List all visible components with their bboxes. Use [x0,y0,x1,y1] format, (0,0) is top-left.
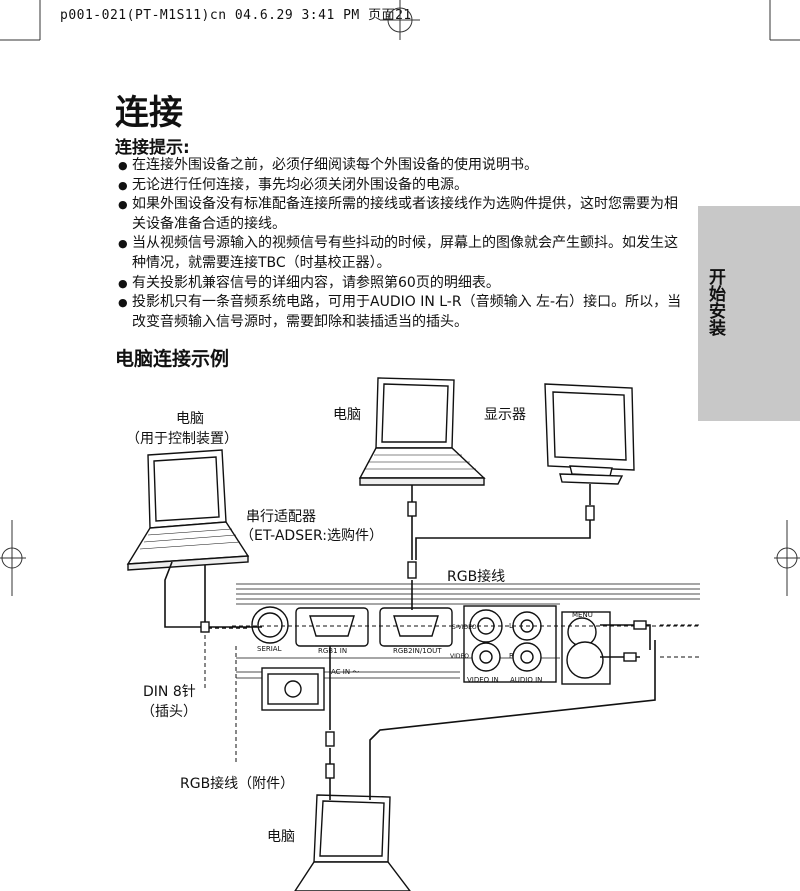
laptop-left-icon [126,449,250,571]
panel-label-serial: SERIAL [257,645,282,653]
label-pc-left: 电脑 [176,411,204,427]
rgb-plug-acc-icon [325,731,335,747]
page-title: 连接 [115,93,183,133]
audio-plug-l-icon [633,620,647,630]
label-rgb-cable-acc: RGB接线（附件） [180,776,295,792]
monitor-icon [544,383,635,485]
laptop-top-icon [358,377,486,486]
list-item: 如果外围设备没有标准配备连接所需的接线或者该接线作为选购件提供，这时您需要为相关… [118,195,690,234]
panel-label-svideo: S-VIDEO [452,624,477,631]
projector-panel [236,582,700,762]
label-pc-top: 电脑 [333,407,361,423]
monitor-plug-icon [585,505,595,521]
laptop-bottom-icon [294,794,411,891]
rgb-plug-top-icon [407,501,417,517]
rgb1-port-icon [295,607,369,647]
panel-label-videoin: VIDEO IN [467,676,499,684]
list-item: 当从视频信号源输入的视频信号有些抖动的时候，屏幕上的图像就会产生颤抖。如发生这种… [118,234,690,273]
ac-inlet-icon [261,667,325,711]
panel-label-l: L [509,622,513,630]
print-slug-line: p001-021(PT-M1S11)cn 04.6.29 3:41 PM 页面2… [60,8,412,23]
label-serial-adapter-note: （ET-ADSER:选购件） [240,528,383,544]
serial-port-icon [251,606,289,644]
rgb-plug-mid-icon [407,561,417,579]
panel-label-acin: AC IN ～ [331,668,360,676]
tips-heading: 连接提示: [115,138,190,158]
label-serial-adapter: 串行适配器 [246,509,316,525]
list-item: 投影机只有一条音频系统电路，可用于AUDIO IN L-R（音频输入 左-右）接… [118,293,690,332]
diagram-heading: 电脑连接示例 [115,348,230,370]
din-plug-icon [200,621,210,633]
audio-plug-r-icon [623,652,637,662]
label-din: DIN 8针 [143,684,196,700]
panel-label-rgb2: RGB2IN/1OUT [393,647,442,655]
panel-label-video: VIDEO [450,653,470,660]
panel-label-rgb1: RGB1 IN [318,647,348,655]
audio-r-port-icon [512,642,542,672]
label-rgb-cable: RGB接线 [447,569,506,585]
panel-label-r: R [509,652,514,660]
chapter-side-tab: 开始安装 [698,206,800,421]
label-pc-bottom: 电脑 [267,829,295,845]
chapter-side-tab-label: 开始安装 [705,268,725,336]
label-pc-left-note: （用于控制装置） [126,431,238,447]
label-din-note: （插头） [141,704,197,720]
panel-label-menu: MENU [572,611,593,619]
list-item: 有关投影机兼容信号的详细内容，请参照第60页的明细表。 [118,274,690,294]
rgb-plug-acc2-icon [325,763,335,779]
list-item: 无论进行任何连接，事先均必须关闭外围设备的电源。 [118,176,690,196]
panel-label-audioin: AUDIO IN [510,676,543,684]
list-item: 在连接外围设备之前，必须仔细阅读每个外围设备的使用说明书。 [118,156,690,176]
tips-list: 在连接外围设备之前，必须仔细阅读每个外围设备的使用说明书。 无论进行任何连接，事… [118,156,690,332]
video-port-icon [471,642,501,672]
rgb2-port-icon [379,607,453,647]
label-monitor: 显示器 [484,407,526,423]
direction-pad-icon [566,641,604,679]
